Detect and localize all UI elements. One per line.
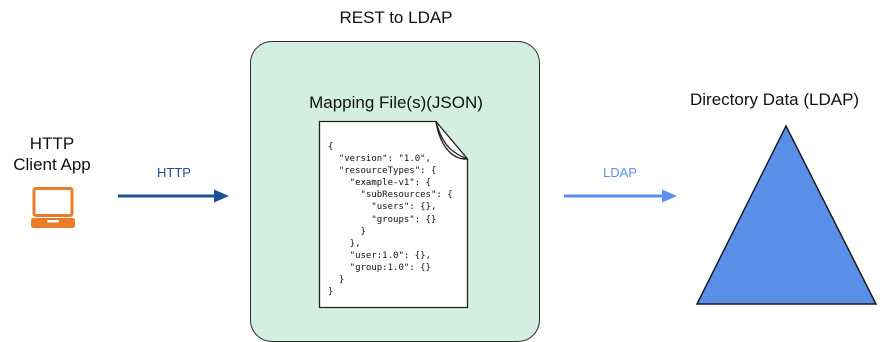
- json-line: {: [328, 142, 334, 152]
- json-line: "group:1.0": {}: [328, 262, 431, 273]
- json-line: }: [328, 226, 366, 237]
- mapping-file-title: Mapping File(s)(JSON): [309, 93, 483, 112]
- ldap-edge-label: LDAP: [603, 165, 637, 180]
- http-edge-label: HTTP: [157, 165, 191, 180]
- http-arrow: [118, 189, 229, 203]
- json-line: }: [328, 287, 334, 298]
- json-line: },: [328, 238, 361, 249]
- json-line: "users": {},: [328, 202, 437, 213]
- json-line: "groups": {}: [328, 214, 437, 225]
- document-icon: [318, 120, 469, 309]
- ldap-arrow: [564, 189, 677, 203]
- json-line: }: [328, 275, 345, 286]
- json-line: "subResources": {: [328, 190, 453, 201]
- directory-data-label: Directory Data (LDAP): [690, 90, 860, 109]
- json-snippet: { "version": "1.0", "resourceTypes": { "…: [328, 141, 453, 298]
- json-line: "user:1.0": {},: [328, 250, 431, 261]
- json-line: "resourceTypes": {: [328, 166, 437, 177]
- directory-triangle: [695, 124, 878, 305]
- json-line: "version": "1.0",: [328, 154, 431, 165]
- laptop-icon: [31, 187, 75, 228]
- client-label-line1: HTTP: [29, 134, 75, 153]
- client-label-line2: Client App: [13, 155, 91, 174]
- mapping-box-outer-title: REST to LDAP: [339, 8, 453, 27]
- client-app-label: HTTP Client App: [0, 133, 104, 175]
- json-line: "example-v1": {: [328, 178, 431, 189]
